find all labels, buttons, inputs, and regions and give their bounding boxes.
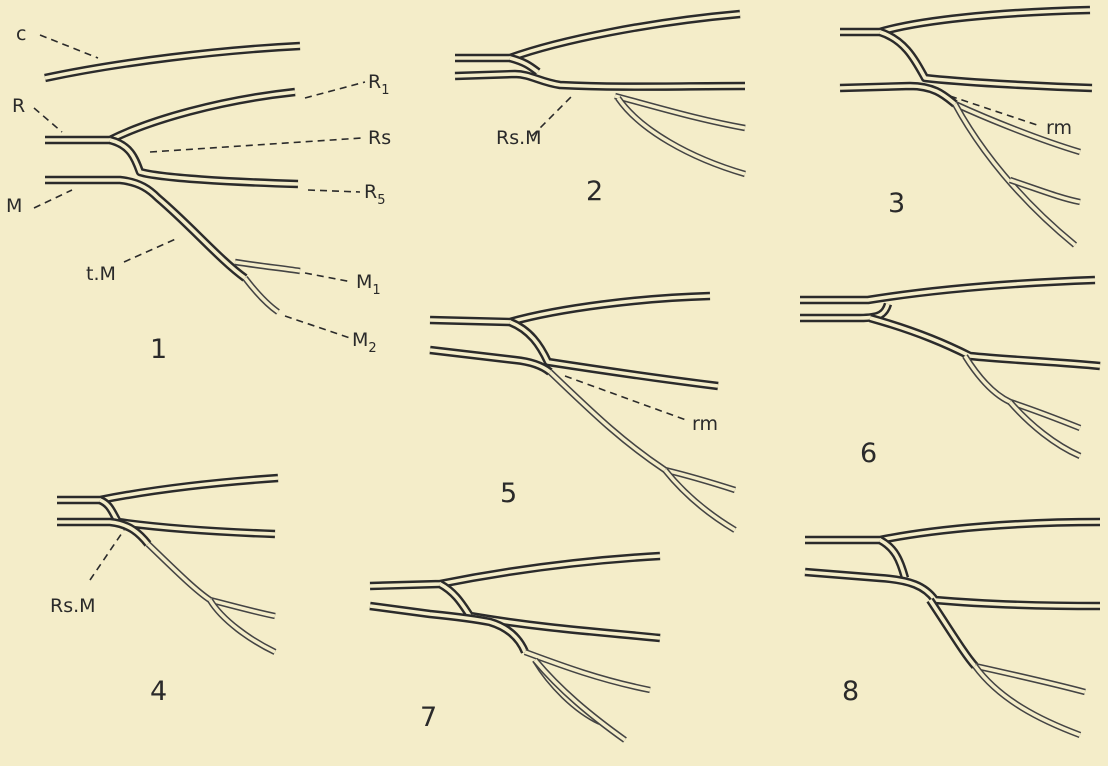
leader-m1 — [305, 273, 352, 282]
panel-2: Rs.M 2 — [455, 14, 745, 207]
leader-rsm-4 — [90, 530, 124, 580]
vein-costa — [45, 46, 300, 78]
panel-number-6: 6 — [860, 438, 877, 469]
panel-number-7: 7 — [420, 702, 437, 733]
panel-number-4: 4 — [150, 676, 167, 707]
label-r1: R1 — [368, 71, 389, 98]
panel-number-8: 8 — [842, 676, 859, 707]
vein-radial-sector — [110, 140, 298, 184]
label-r: R — [12, 95, 25, 117]
leader-m — [34, 190, 72, 208]
label-rsm-4: Rs.M — [50, 595, 96, 617]
label-m2: M2 — [352, 329, 377, 356]
leader-m2 — [285, 316, 350, 338]
label-tm: t.M — [86, 263, 116, 285]
panel-6: 6 — [800, 280, 1100, 469]
vein-m1 — [235, 262, 300, 271]
panel-3: rm 3 — [840, 10, 1092, 245]
label-rs: Rs — [368, 127, 391, 149]
leader-r — [34, 108, 62, 132]
label-rm-5: rm — [692, 413, 718, 435]
panel-number-3: 3 — [888, 188, 905, 219]
panel-number-5: 5 — [500, 478, 517, 509]
label-c: c — [16, 23, 26, 45]
vein-radius — [45, 92, 295, 140]
panel-7: 7 — [370, 556, 660, 740]
leader-tm — [124, 238, 178, 262]
panel-4: Rs.M 4 — [50, 478, 278, 707]
panel-5: rm 5 — [430, 296, 735, 530]
label-rsm-2: Rs.M — [496, 127, 542, 149]
panel-8: 8 — [805, 522, 1100, 735]
panel-number-1: 1 — [150, 334, 167, 365]
vein-m2 — [245, 278, 278, 312]
vein-media — [45, 180, 245, 278]
label-r5: R5 — [364, 181, 385, 208]
panel-number-2: 2 — [586, 176, 603, 207]
panel-1: c R M R1 Rs R5 t.M M1 M2 1 — [6, 23, 391, 365]
leader-c — [40, 35, 98, 58]
leader-rs — [150, 138, 362, 152]
label-rm-3: rm — [1046, 117, 1072, 139]
label-m1: M1 — [356, 271, 381, 298]
label-m: M — [6, 195, 22, 217]
leader-r5 — [308, 190, 360, 192]
leader-r1 — [305, 82, 365, 98]
